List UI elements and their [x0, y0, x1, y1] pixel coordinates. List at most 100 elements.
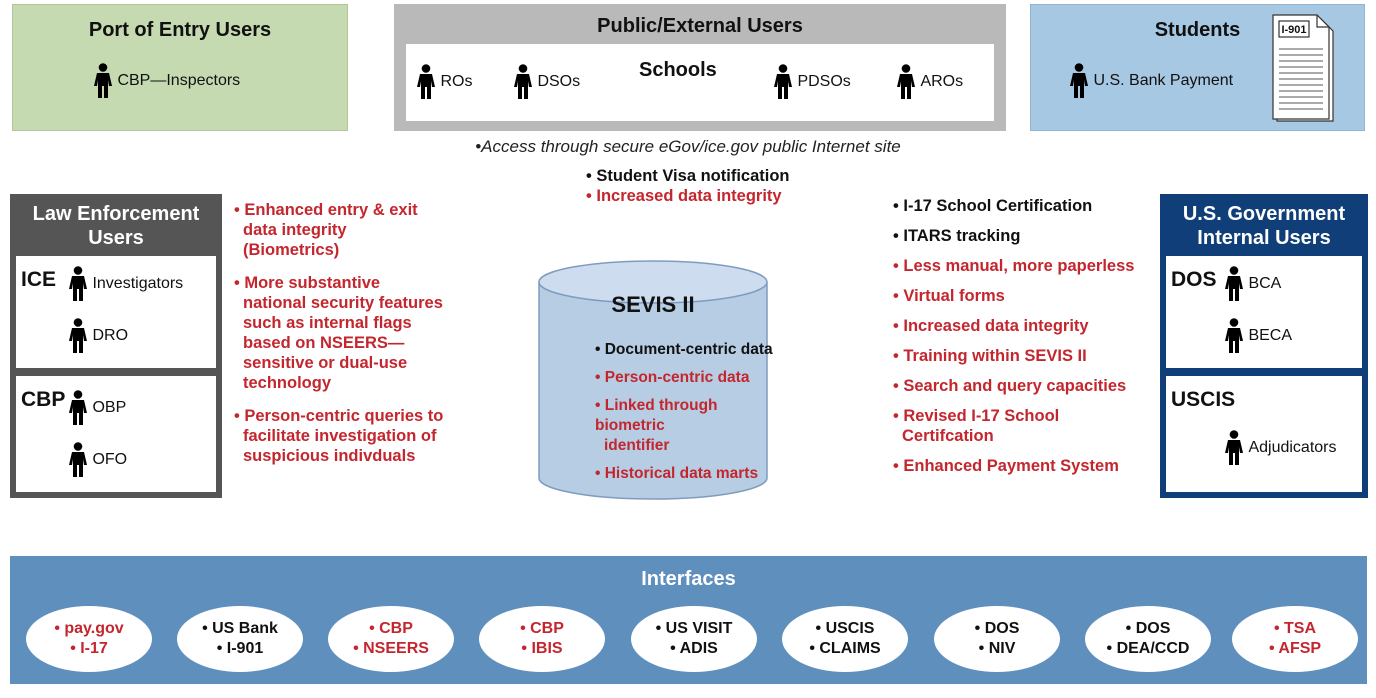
- user-label: Adjudicators: [1248, 439, 1337, 456]
- person-icon: [68, 390, 88, 426]
- person-icon: [1224, 266, 1244, 302]
- interface-line: • I-17: [70, 640, 108, 657]
- right-feature-item: • ITARS tracking: [893, 227, 1021, 245]
- interface-line: • I-901: [216, 640, 264, 657]
- us-government-box: U.S. Government Internal Users DOS BCA B…: [1160, 194, 1368, 498]
- right-feature-item: • Revised I-17 School Certifcation: [893, 406, 1163, 446]
- user-ofo: OFO: [68, 442, 127, 478]
- user-pdsos: PDSOs: [773, 64, 851, 100]
- right-features-list: • I-17 School Certification • ITARS trac…: [893, 196, 1163, 476]
- dos-panel: DOS BCA BECA: [1166, 256, 1362, 368]
- person-icon: [1224, 430, 1244, 466]
- interface-cbp-nseers: • CBP • NSEERS: [328, 606, 454, 672]
- sevis-item-line: • Linked through biometric: [595, 397, 718, 434]
- user-investigators: Investigators: [68, 266, 183, 302]
- title-line: Law Enforcement: [32, 203, 200, 225]
- person-icon: [896, 64, 916, 100]
- interface-line: • pay.gov: [54, 620, 124, 637]
- user-label: OBP: [92, 399, 127, 416]
- us-government-title: U.S. Government Internal Users: [1160, 202, 1368, 250]
- interface-line: • CBP: [520, 620, 564, 637]
- user-label: U.S. Bank Payment: [1093, 72, 1234, 89]
- feature-line: • Person-centric queries to: [234, 407, 444, 425]
- interface-line: • US Bank: [202, 620, 278, 637]
- interface-pay-gov: • pay.gov • I-17: [26, 606, 152, 672]
- feature-line: national security features: [243, 294, 443, 312]
- right-feature-item: • Increased data integrity: [893, 317, 1089, 335]
- right-feature-item: • Less manual, more paperless: [893, 257, 1135, 275]
- person-icon: [773, 64, 793, 100]
- interface-cbp-ibis: • CBP • IBIS: [479, 606, 605, 672]
- title-line: Internal Users: [1197, 227, 1331, 249]
- user-cbp-inspectors: CBP—Inspectors: [93, 63, 240, 99]
- user-bca: BCA: [1224, 266, 1281, 302]
- user-ros: ROs: [416, 64, 472, 100]
- user-label: PDSOs: [797, 73, 851, 90]
- person-icon: [68, 318, 88, 354]
- user-aros: AROs: [896, 64, 963, 100]
- interface-line: • DEA/CCD: [1106, 640, 1190, 657]
- user-label: ROs: [440, 73, 473, 90]
- user-us-bank-payment: U.S. Bank Payment: [1069, 63, 1233, 99]
- user-label: Investigators: [92, 275, 184, 292]
- interface-line: • ADIS: [670, 640, 718, 657]
- interface-uscis: • USCIS • CLAIMS: [782, 606, 908, 672]
- person-icon: [1224, 318, 1244, 354]
- user-label: DSOs: [537, 73, 581, 90]
- schools-panel: Schools ROs DSOs PDSOs AROs: [406, 44, 994, 121]
- sevis-item: • Linked through biometric identifier: [595, 396, 775, 456]
- ice-panel: ICE Investigators DRO: [16, 256, 216, 368]
- interface-line: • DOS: [1125, 620, 1171, 637]
- user-label: DRO: [92, 327, 129, 344]
- interfaces-bar: Interfaces • pay.gov • I-17 • US Bank • …: [10, 556, 1367, 684]
- right-feature-item: • Search and query capacities: [893, 377, 1127, 395]
- interface-us-visit: • US VISIT • ADIS: [631, 606, 757, 672]
- cbp-panel: CBP OBP OFO: [16, 376, 216, 492]
- students-title: Students: [1154, 19, 1241, 41]
- interface-line: • CBP: [369, 620, 413, 637]
- feature-line: facilitate investigation of: [243, 427, 437, 445]
- title-line: Users: [88, 227, 144, 249]
- schools-label: Schools: [639, 59, 717, 81]
- interface-line: • IBIS: [521, 640, 563, 657]
- person-icon: [68, 442, 88, 478]
- agency-label-dos: DOS: [1171, 268, 1217, 291]
- law-feature-item: • More substantive national security fea…: [234, 273, 484, 393]
- feature-line: technology: [243, 374, 332, 392]
- agency-label-uscis: USCIS: [1171, 388, 1236, 411]
- feature-line: suspicious indivduals: [243, 447, 416, 465]
- person-icon: [513, 64, 533, 100]
- interface-tsa: • TSA • AFSP: [1232, 606, 1358, 672]
- law-enforcement-box: Law Enforcement Users ICE Investigators …: [10, 194, 222, 498]
- interface-us-bank: • US Bank • I-901: [177, 606, 303, 672]
- feature-line: • Revised I-17 School: [893, 407, 1060, 425]
- person-icon: [93, 63, 113, 99]
- user-label: BCA: [1248, 275, 1282, 292]
- public-external-title: Public/External Users: [597, 15, 803, 37]
- user-label: BECA: [1248, 327, 1293, 344]
- center-top-item: • Student Visa notification: [586, 167, 790, 185]
- person-icon: [1069, 63, 1089, 99]
- interface-dos-niv: • DOS • NIV: [934, 606, 1060, 672]
- interface-line: • US VISIT: [655, 620, 733, 637]
- center-top-list: • Student Visa notification • Increased …: [586, 166, 790, 206]
- user-label: CBP—Inspectors: [117, 72, 241, 89]
- center-top-item: • Increased data integrity: [586, 187, 782, 205]
- uscis-panel: USCIS Adjudicators: [1166, 376, 1362, 492]
- right-feature-item: • I-17 School Certification: [893, 197, 1093, 215]
- user-adjudicators: Adjudicators: [1224, 430, 1337, 466]
- feature-line: (Biometrics): [243, 241, 340, 259]
- feature-line: based on NSEERS—: [243, 334, 405, 352]
- sevis-item-line: identifier: [604, 437, 670, 454]
- feature-line: sensitive or dual-use: [243, 354, 408, 372]
- title-line: U.S. Government: [1182, 203, 1346, 225]
- feature-line: • More substantive: [234, 274, 381, 292]
- person-icon: [68, 266, 88, 302]
- agency-label-ice: ICE: [21, 268, 57, 291]
- public-external-box: Public/External Users Schools ROs DSOs P…: [394, 4, 1006, 131]
- interface-line: • NSEERS: [353, 640, 429, 657]
- port-of-entry-title: Port of Entry Users: [88, 19, 272, 41]
- sevis-database-cylinder: [538, 260, 768, 500]
- port-of-entry-box: Port of Entry Users CBP—Inspectors: [12, 4, 348, 131]
- law-feature-item: • Enhanced entry & exit data integrity (…: [234, 200, 484, 260]
